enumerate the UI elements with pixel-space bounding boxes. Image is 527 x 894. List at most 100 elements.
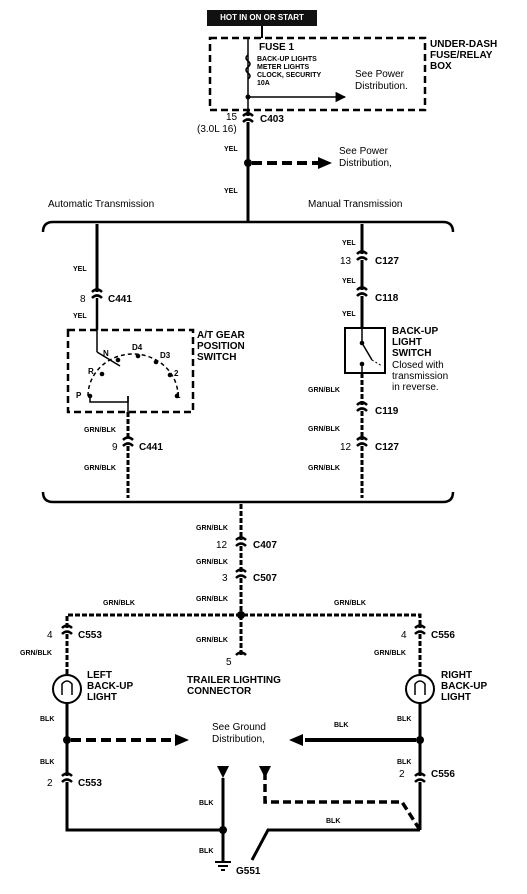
backup-switch-note-3: in reverse. (392, 382, 439, 393)
c407-label: C407 (253, 540, 277, 551)
splice-power-ref-1: See Power (339, 146, 388, 157)
wire-color-grn-blk: GRN/BLK (84, 427, 116, 434)
c553-top-pin: 4 (47, 630, 53, 641)
box-label-2: FUSE/RELAY (430, 50, 493, 61)
wire-color-blk: BLK (199, 848, 214, 855)
backup-switch-label-3: SWITCH (392, 348, 432, 359)
section-automatic: Automatic Transmission (48, 199, 155, 210)
left-ground-down-arrow (217, 766, 229, 778)
trailer-connector-pin (235, 651, 247, 656)
c407-pin: 12 (216, 540, 228, 551)
c127-top-label: C127 (375, 256, 399, 267)
wire-color-blk: BLK (326, 818, 341, 825)
left-lamp-label-1: LEFT (87, 670, 112, 681)
c507-label: C507 (253, 573, 277, 584)
wire-color-blk: BLK (199, 800, 214, 807)
right-ground-splice (416, 736, 424, 744)
c507-pin: 3 (222, 573, 228, 584)
left-lamp-label-3: LIGHT (87, 692, 117, 703)
gear-p: P (76, 391, 82, 400)
wire-color-grn-blk: GRN/BLK (374, 650, 406, 657)
c556-bottom-pin: 2 (399, 769, 405, 780)
wire-color-yel: YEL (224, 188, 238, 195)
section-manual: Manual Transmission (308, 199, 403, 210)
c556-top-connector (414, 624, 426, 635)
c127-top-connector (356, 250, 368, 261)
upper-bus (41, 220, 455, 233)
wire-color-grn-blk: GRN/BLK (334, 600, 366, 607)
lower-bus (41, 491, 455, 504)
c407-connector (235, 536, 247, 547)
c553-bottom-connector (61, 772, 73, 783)
c553-bottom-label: C553 (78, 778, 102, 789)
c553-top-label: C553 (78, 630, 102, 641)
c403-pin: 15 (226, 112, 238, 123)
wire-color-yel: YEL (73, 313, 87, 320)
c556-bottom-label: C556 (431, 769, 455, 780)
ground-ref-1: See Ground (212, 722, 266, 733)
wire-color-grn-blk: GRN/BLK (84, 465, 116, 472)
c556-bottom-connector (414, 772, 426, 783)
left-bulb-icon (52, 674, 82, 704)
c127-bottom-pin: 12 (340, 442, 352, 453)
wire-color-grn-blk: GRN/BLK (20, 650, 52, 657)
gear-d4: D4 (132, 343, 143, 352)
right-lamp-label-1: RIGHT (441, 670, 473, 681)
wire-color-yel: YEL (342, 240, 356, 247)
right-lamp-label-2: BACK-UP (441, 681, 488, 692)
ignition-header: HOT IN ON OR START (207, 10, 317, 26)
left-ground-splice (63, 736, 71, 744)
fuse-label: FUSE 1 (259, 42, 295, 53)
trailer-pin: 5 (226, 657, 232, 668)
c127-bottom-connector (356, 436, 368, 447)
wire-color-blk: BLK (397, 759, 412, 766)
gear-n: N (103, 349, 109, 358)
wire-color-grn-blk: GRN/BLK (308, 426, 340, 433)
c441-top-label: C441 (108, 294, 132, 305)
left-lamp-label-2: BACK-UP (87, 681, 134, 692)
fuse-feed-3: CLOCK, SECURITY (257, 72, 322, 79)
at-gear-position-switch (66, 328, 195, 414)
gear-2: 2 (174, 369, 179, 378)
c441-bottom-label: C441 (139, 442, 163, 453)
gear-r: R (88, 367, 94, 376)
gear-d3: D3 (160, 351, 171, 360)
right-ground-arrow (289, 734, 303, 746)
c441-bottom-connector (122, 436, 134, 447)
power-distribution-arrow (318, 157, 332, 169)
at-switch-label-2: POSITION (197, 341, 245, 352)
box-label-3: BOX (430, 61, 452, 72)
wire-color-grn-blk: GRN/BLK (308, 465, 340, 472)
power-splice (244, 159, 252, 167)
wire-color-grn-blk: GRN/BLK (103, 600, 135, 607)
ground-ref-2: Distribution, (212, 734, 265, 745)
wire-color-yel: YEL (73, 266, 87, 273)
trailer-ground-arrow (259, 766, 271, 778)
trailer-label-1: TRAILER LIGHTING (187, 675, 281, 686)
wire-color-blk: BLK (40, 716, 55, 723)
fuse-rating: 10A (257, 80, 270, 87)
fuse-1-symbol (245, 54, 251, 80)
backup-switch-note-1: Closed with (392, 360, 444, 371)
back-up-light-switch (344, 327, 386, 374)
wire-color-grn-blk: GRN/BLK (196, 525, 228, 532)
c119-label: C119 (375, 406, 399, 417)
c127-top-pin: 13 (340, 256, 352, 267)
backup-switch-label-1: BACK-UP (392, 326, 439, 337)
right-bulb-icon (405, 674, 435, 704)
c556-top-label: C556 (431, 630, 455, 641)
gear-1: 1 (176, 391, 181, 400)
wire-color-blk: BLK (397, 716, 412, 723)
c507-connector (235, 568, 247, 579)
fuse-power-ref-1: See Power (355, 69, 404, 80)
fuse-feed-1: BACK-UP LIGHTS (257, 56, 317, 63)
wire-color-grn-blk: GRN/BLK (196, 637, 228, 644)
wire-color-grn-blk: GRN/BLK (196, 559, 228, 566)
right-lamp-label-3: LIGHT (441, 692, 471, 703)
trailer-ground-wire (263, 772, 422, 831)
c441-top-pin: 8 (80, 294, 86, 305)
wire-color-yel: YEL (342, 278, 356, 285)
wire-color-yel: YEL (224, 146, 238, 153)
c127-bottom-label: C127 (375, 442, 399, 453)
